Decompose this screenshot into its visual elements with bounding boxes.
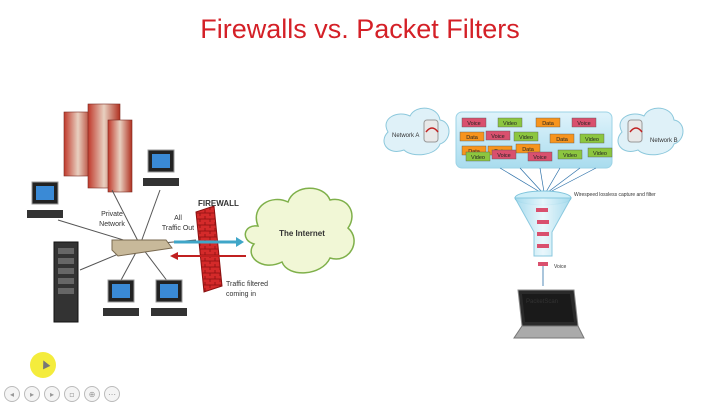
packet-video bbox=[587, 147, 613, 158]
packet-voice bbox=[485, 130, 511, 141]
network-b-cloud bbox=[617, 107, 684, 156]
next-icon[interactable]: ▸ bbox=[44, 386, 60, 402]
server-tower bbox=[53, 241, 79, 323]
packet-video bbox=[513, 131, 539, 142]
traffic-in-arrow bbox=[170, 252, 246, 260]
cursor-highlight bbox=[30, 352, 56, 378]
prev-icon[interactable]: ◂ bbox=[4, 386, 20, 402]
network-hub bbox=[111, 239, 173, 257]
network-a-label: Network A bbox=[392, 133, 419, 139]
packet-video bbox=[465, 151, 491, 162]
packet-voice bbox=[491, 149, 517, 160]
packet-label: Video bbox=[503, 121, 517, 127]
computer-top-right bbox=[143, 149, 179, 186]
packet-label: Video bbox=[593, 151, 607, 157]
packet-voice bbox=[571, 117, 597, 128]
laptop bbox=[513, 289, 585, 339]
packet-video bbox=[579, 133, 605, 144]
packet-label: Voice bbox=[497, 153, 510, 159]
more-icon[interactable]: ⋯ bbox=[104, 386, 120, 402]
packet-label: Voice bbox=[467, 121, 480, 127]
capture-lines bbox=[499, 167, 597, 193]
packet-label: Video bbox=[585, 137, 599, 143]
firewall-label: FIREWALL bbox=[198, 199, 239, 208]
packet-video bbox=[497, 117, 523, 128]
packet-label: Video bbox=[519, 135, 533, 141]
network-a-cloud bbox=[383, 107, 450, 156]
packet-label: Data bbox=[466, 135, 479, 141]
capture-funnel bbox=[514, 190, 572, 257]
computer-left bbox=[27, 181, 63, 218]
packet-label: Voice bbox=[491, 134, 504, 140]
internet-label: The Internet bbox=[279, 229, 325, 238]
traffic-out-arrow bbox=[174, 237, 244, 247]
network-b-label: Network B bbox=[650, 138, 678, 144]
capture-label: Wirespeed lossless capture and filter bbox=[574, 192, 656, 198]
packet-video bbox=[557, 149, 583, 160]
slides-icon[interactable]: ▫ bbox=[64, 386, 80, 402]
packet-data bbox=[535, 117, 561, 128]
packet-label: Video bbox=[563, 153, 577, 159]
voice-output-label: Voice bbox=[554, 264, 566, 270]
packet-label: Data bbox=[556, 137, 569, 143]
network-links bbox=[57, 189, 197, 283]
play-icon[interactable]: ▸ bbox=[24, 386, 40, 402]
slideshow-controls: ◂ ▸ ▸ ▫ ⊕ ⋯ bbox=[4, 386, 120, 402]
packet-label: Data bbox=[542, 121, 555, 127]
packet-label: Voice bbox=[533, 155, 546, 161]
computer-bottom-1 bbox=[103, 279, 139, 316]
computer-bottom-2 bbox=[151, 279, 187, 316]
packet-data bbox=[549, 133, 575, 144]
packet-label: Video bbox=[471, 155, 485, 161]
packet-data bbox=[459, 131, 485, 142]
packet-label: Data bbox=[522, 147, 535, 153]
firewall-wall bbox=[195, 205, 223, 293]
packet-voice bbox=[461, 117, 487, 128]
packet-label: Voice bbox=[577, 121, 590, 127]
server-building bbox=[63, 103, 133, 193]
voice-output bbox=[538, 262, 548, 286]
packet-voice bbox=[527, 151, 553, 162]
zoom-icon[interactable]: ⊕ bbox=[84, 386, 100, 402]
internet-cloud bbox=[244, 187, 355, 274]
slide-title: Firewalls vs. Packet Filters bbox=[200, 14, 520, 44]
laptop-brand-label: PacketScan bbox=[526, 299, 558, 305]
